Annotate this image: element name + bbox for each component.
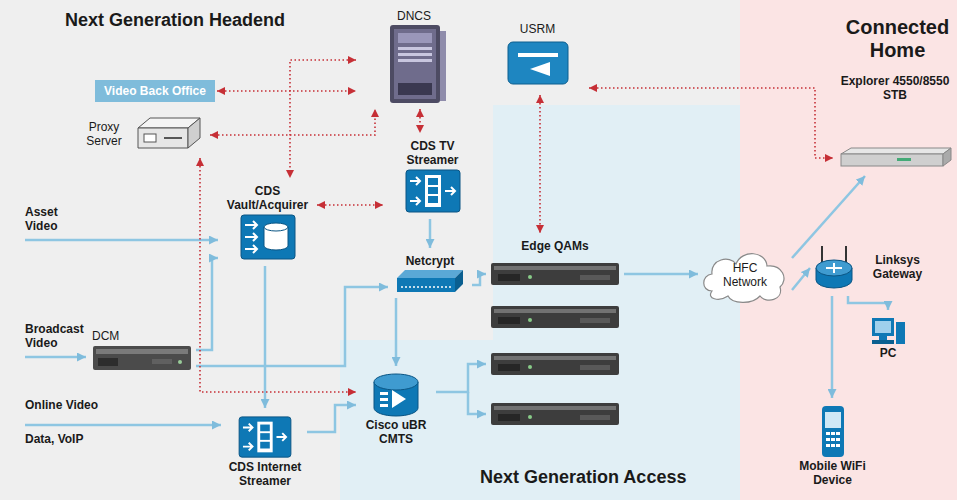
resource-manager-node: USRM: [488, 18, 587, 93]
pc-node: PC: [866, 312, 910, 362]
control-link: [290, 60, 356, 178]
node-label: Edge QAMs: [521, 239, 588, 253]
node-label: Explorer 4550/8550 STB: [840, 74, 950, 102]
node-label: CDS TV Streamer: [398, 139, 468, 167]
mobile-device-node: Mobile WiFi Device: [783, 400, 882, 489]
input-label: Data, VoIP: [25, 432, 135, 446]
video-flow-line: [436, 364, 486, 392]
node-label: USRM: [520, 22, 555, 36]
node-label: HFC Network: [715, 261, 775, 289]
input-line: [25, 424, 221, 427]
qams-icon: [490, 253, 620, 438]
node-label: Netcrypt: [406, 254, 455, 268]
video-flow-line: [429, 219, 432, 248]
input-label-box: Broadcast Video: [25, 322, 87, 350]
control-link: [217, 90, 356, 92]
input-label-box: Online Video: [25, 398, 135, 412]
region-title-box: Next Generation Headend: [65, 10, 285, 31]
pc-icon: [868, 316, 908, 346]
control-link: [200, 158, 356, 392]
node-label: Video Back Office: [104, 84, 206, 98]
region-band: Connected HomeExplorer 4550/8550 STB Link…: [740, 0, 957, 500]
streamer-icon: [403, 167, 463, 215]
video-flow-line: [624, 273, 698, 276]
cmts-icon: [360, 372, 432, 418]
gateway-node: Linksys Gateway: [812, 238, 952, 294]
node-label: Mobile WiFi Device: [793, 459, 873, 487]
qam-stack: Edge QAMs: [488, 235, 622, 440]
input-label: Asset Video: [25, 205, 87, 233]
video-flow-line: [307, 405, 356, 432]
set-top-box-node: Explorer 4550/8550 STB: [835, 70, 955, 174]
node-label: Linksys Gateway: [860, 253, 935, 281]
stb-icon: [837, 102, 953, 172]
video-flow-line: [472, 274, 486, 285]
node-label: CDS Internet Streamer: [227, 460, 303, 488]
video-flow-line: [792, 176, 865, 258]
node-label: Cisco uBR CMTS: [361, 418, 431, 446]
region-title-box: Next Generation Access: [480, 467, 686, 488]
back-office-box: Video Back Office: [95, 80, 215, 102]
phone-icon: [785, 404, 880, 459]
dcm-icon: [92, 343, 192, 373]
control-link: [589, 88, 833, 158]
video-flow-line: [196, 287, 388, 366]
network-cloud: HFC Network: [700, 245, 790, 305]
node-label: PC: [880, 346, 897, 360]
server-node: DNCS: [358, 5, 470, 107]
region-title: Next Generation Headend: [65, 10, 285, 31]
input-label: Broadcast Video: [25, 322, 87, 350]
video-flow-line: [264, 266, 267, 408]
input-line: [25, 356, 86, 359]
control-link: [210, 109, 375, 135]
region-title-box: Connected Home: [840, 16, 955, 62]
vault-icon: [238, 212, 298, 262]
cmts-node: Cisco uBR CMTS: [358, 368, 434, 448]
region-title: Next Generation Access: [480, 467, 686, 488]
video-flow-line: [792, 268, 810, 290]
usrm-icon: [490, 36, 585, 91]
video-flow-line: [196, 258, 218, 350]
node-label: DNCS: [397, 9, 431, 23]
netcrypt-icon: [395, 268, 465, 294]
router-icon: [814, 242, 854, 292]
video-flow-line: [848, 296, 888, 310]
proxy-icon: [134, 114, 204, 154]
streamer-node: CDS TV Streamer: [385, 135, 480, 217]
control-link: [539, 95, 541, 233]
dcm-node: DCM: [90, 325, 194, 375]
input-label-box: Data, VoIP: [25, 432, 135, 446]
streamer-icon: [235, 414, 295, 460]
control-link: [317, 204, 383, 206]
qam-branch-line: [468, 392, 486, 414]
input-line: [25, 239, 218, 242]
vault-node: CDS Vault/Acquirer: [220, 180, 315, 264]
streamer-node: CDS Internet Streamer: [225, 410, 305, 490]
input-label: Online Video: [25, 398, 135, 412]
region-title: Connected Home: [840, 16, 955, 62]
node-label: DCM: [92, 329, 119, 343]
video-flow-line: [395, 298, 398, 366]
control-link: [419, 109, 421, 133]
input-label-box: Asset Video: [25, 205, 87, 233]
node-label: Proxy Server: [80, 120, 128, 148]
encryptor-node: Netcrypt: [390, 250, 470, 296]
video-flow-line: [831, 296, 834, 398]
node-label: CDS Vault/Acquirer: [222, 184, 313, 212]
server-icon: [360, 23, 468, 105]
proxy-node: Proxy Server: [78, 110, 208, 156]
